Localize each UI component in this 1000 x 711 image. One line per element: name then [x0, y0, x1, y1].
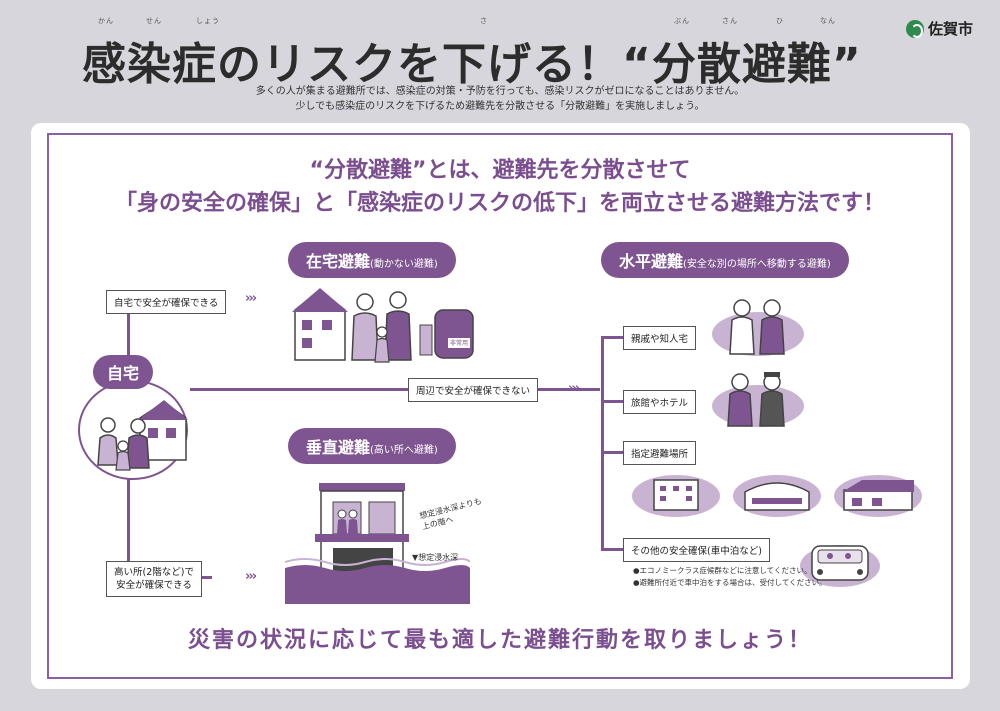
main-frame: [47, 133, 953, 679]
emergency-bag-label: 非常用: [450, 340, 469, 347]
chevron-right-icon: ›››: [245, 569, 257, 584]
zaitaku-sub: (動かない避難): [370, 259, 438, 270]
suihei-pill: 水平避難(安全な別の場所へ移動する避難): [601, 242, 849, 278]
suichoku-condition-line-2: 安全が確保できる: [116, 580, 192, 591]
branch-2: [601, 400, 623, 403]
logo-text: 佐賀市: [928, 20, 974, 38]
zaitaku-illustration: 非常用: [290, 280, 480, 365]
suichoku-sub: (高い所へ避難): [370, 445, 438, 456]
ruby-hi: ひ: [776, 17, 784, 25]
connector-to-suihei: [190, 388, 600, 391]
chevron-right-icon: ›››: [568, 381, 580, 396]
home-pill: 自宅: [93, 355, 154, 389]
footer-message: 災害の状況に応じて最も適した避難行動を取りましょう！: [187, 628, 812, 653]
suichoku-title: 垂直避難: [306, 438, 371, 457]
suichoku-condition-box: 高い所(2階など)で 安全が確保できる: [106, 561, 202, 597]
suihei-item-other: その他の安全確保(車中泊など): [623, 538, 770, 562]
zaitaku-title: 在宅避難: [306, 252, 371, 271]
suichoku-condition-line-1: 高い所(2階など)で: [114, 567, 194, 578]
chevron-right-icon: ›››: [245, 291, 257, 306]
ruby-san: さん: [722, 17, 738, 25]
zaitaku-pill: 在宅避難(動かない避難): [288, 242, 456, 278]
page-title: 感染症のリスクを下げる！“分散避難”: [82, 39, 862, 90]
water-depth-label: ▼想定浸水深: [412, 553, 459, 562]
connector-home-down: [127, 470, 130, 578]
zaitaku-condition-box: 自宅で安全が確保できる: [106, 290, 227, 314]
car-note-2: ●避難所付近で車中泊をする場合は、受付してください。: [633, 578, 827, 587]
headline-line-1: “分散避難”とは、避難先を分散させて: [309, 158, 691, 183]
suihei-sub: (安全な別の場所へ移動する避難): [683, 259, 831, 270]
ruby-shou: しょう: [196, 17, 220, 25]
connector-suihei-trunk: [601, 336, 604, 550]
branch-3: [601, 451, 623, 454]
car-illustration: [800, 536, 880, 588]
suihei-item-hotel: 旅館やホテル: [623, 390, 697, 414]
headline-line-2: 「身の安全の確保」と「感染症のリスクの低下」を両立させる避難方法です！: [114, 191, 885, 216]
connector-home-up: [127, 293, 130, 373]
suihei-item-relatives: 親戚や知人宅: [623, 326, 697, 350]
suichoku-building-illustration: [284, 478, 471, 604]
suihei-condition-box: 周辺で安全が確保できない: [408, 378, 539, 402]
ruby-kan: かん: [98, 17, 114, 25]
intro-line-2: 少しでも感染症のリスクを下げるため避難先を分散させる「分散避難」を実施しましょう…: [295, 101, 705, 112]
ruby-nan: なん: [820, 17, 836, 25]
suichoku-pill: 垂直避難(高い所へ避難): [288, 428, 456, 464]
relatives-illustration: [710, 296, 806, 358]
ruby-sa: さ: [480, 17, 488, 25]
suihei-title: 水平避難: [619, 252, 684, 271]
ruby-sen: せん: [146, 17, 162, 25]
branch-1: [601, 336, 623, 339]
saga-city-emblem-icon: [906, 19, 924, 38]
branch-4: [601, 548, 623, 551]
ruby-bun: ぶん: [674, 17, 690, 25]
shelters-illustration: [632, 470, 922, 518]
city-logo: 佐賀市: [906, 18, 973, 39]
car-note-1: ●エコノミークラス症候群などに注意してください。: [633, 566, 812, 575]
suihei-item-shelter: 指定避難場所: [623, 441, 697, 465]
hotel-staff-illustration: [710, 370, 806, 428]
home-family-illustration: [78, 380, 188, 480]
intro-line-1: 多くの人が集まる避難所では、感染症の対策・予防を行っても、感染リスクがゼロになる…: [255, 86, 745, 97]
